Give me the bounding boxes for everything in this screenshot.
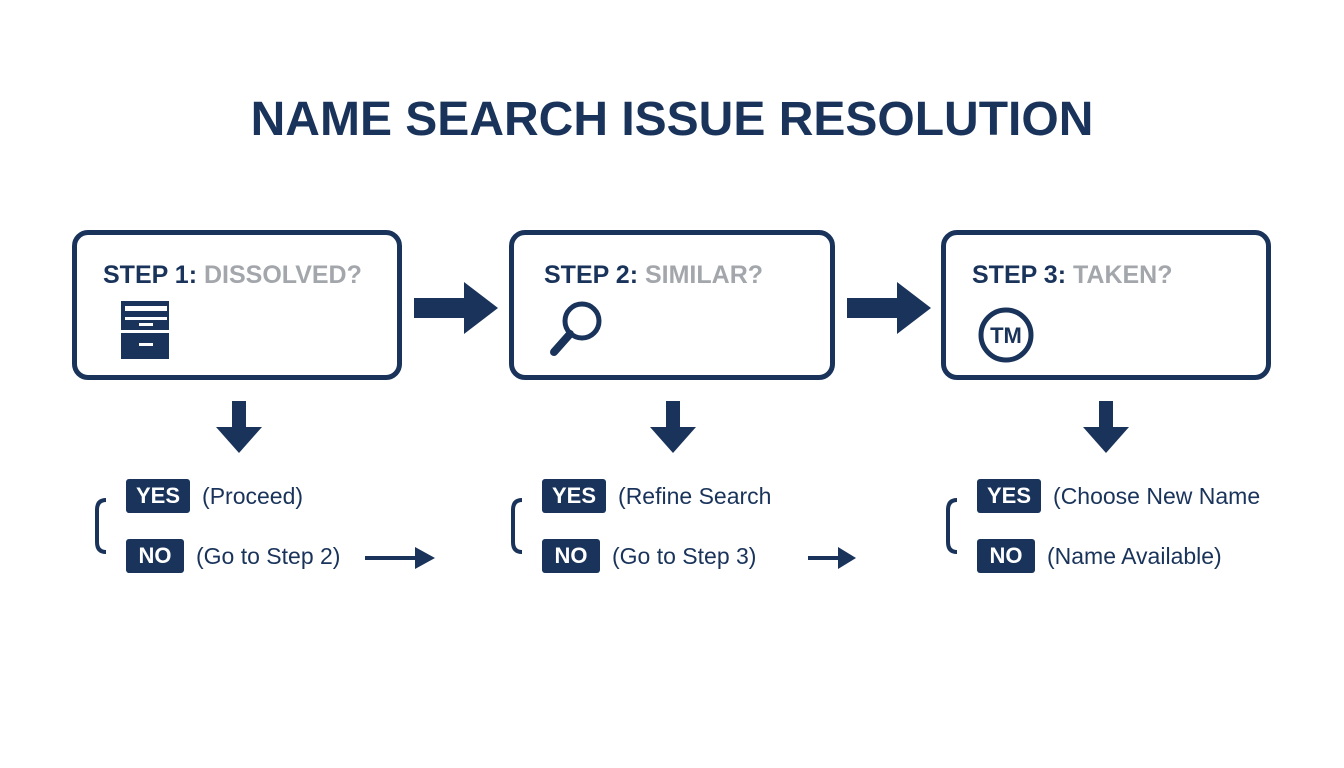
arrow-down-1-icon <box>216 401 262 453</box>
step-3-heading: STEP 3: TAKEN? <box>972 261 1173 290</box>
step-1-heading: STEP 1: DISSOLVED? <box>103 261 362 290</box>
step-2-no-row: NO (Go to Step 3) <box>542 538 756 574</box>
yes-outcome-text: (Proceed) <box>202 482 304 509</box>
arrow-down-3-icon <box>1083 401 1129 453</box>
no-outcome-text: (Go to Step 2) <box>196 542 341 569</box>
step-2-yes-row: YES (Refine Search <box>542 478 771 514</box>
arrow-right-1-icon <box>414 282 498 334</box>
file-cabinet-icon <box>121 301 169 359</box>
no-arrow-1-icon <box>365 547 435 569</box>
step-3-no-row: NO (Name Available) <box>977 538 1222 574</box>
step-3-number: STEP 3: <box>972 261 1067 289</box>
step-2-question: SIMILAR? <box>644 261 764 289</box>
step-3-question: TAKEN? <box>1072 261 1173 289</box>
trademark-icon: TM <box>978 307 1034 363</box>
page-title: NAME SEARCH ISSUE RESOLUTION <box>250 93 1094 146</box>
step-2-box: STEP 2: SIMILAR? <box>509 230 835 380</box>
bracket-icon <box>95 498 107 554</box>
arrow-right-2-icon <box>847 282 931 334</box>
step-1-no-row: NO (Go to Step 2) <box>126 538 340 574</box>
bracket-icon <box>511 498 523 554</box>
magnifying-glass-icon <box>550 301 602 356</box>
yes-badge: YES <box>977 479 1042 513</box>
no-outcome-text: (Go to Step 3) <box>612 542 757 569</box>
step-2-heading: STEP 2: SIMILAR? <box>544 261 763 290</box>
no-badge: NO <box>126 539 184 573</box>
no-outcome-text: (Name Available) <box>1047 542 1222 569</box>
no-badge: NO <box>542 539 600 573</box>
step-1-box: STEP 1: DISSOLVED? <box>72 230 402 380</box>
step-3-yes-row: YES (Choose New Name <box>977 478 1260 514</box>
trademark-icon-text: TM <box>990 323 1022 348</box>
step-3-box: STEP 3: TAKEN? TM <box>941 230 1271 380</box>
step-2-answers: YES (Refine Search NO (Go to Step 3) <box>510 478 870 588</box>
no-badge: NO <box>977 539 1035 573</box>
no-arrow-2-icon <box>808 547 856 569</box>
step-1-yes-row: YES (Proceed) <box>126 478 303 514</box>
yes-badge: YES <box>542 479 607 513</box>
bracket-icon <box>946 498 958 554</box>
step-1-number: STEP 1: <box>103 261 198 289</box>
step-2-number: STEP 2: <box>544 261 639 289</box>
yes-outcome-text: (Refine Search <box>618 482 772 509</box>
arrow-down-2-icon <box>650 401 696 453</box>
step-3-answers: YES (Choose New Name NO (Name Available) <box>945 478 1305 588</box>
step-1-question: DISSOLVED? <box>203 261 362 289</box>
yes-badge: YES <box>126 479 191 513</box>
step-1-answers: YES (Proceed) NO (Go to Step 2) <box>94 478 454 588</box>
yes-outcome-text: (Choose New Name <box>1053 482 1261 509</box>
